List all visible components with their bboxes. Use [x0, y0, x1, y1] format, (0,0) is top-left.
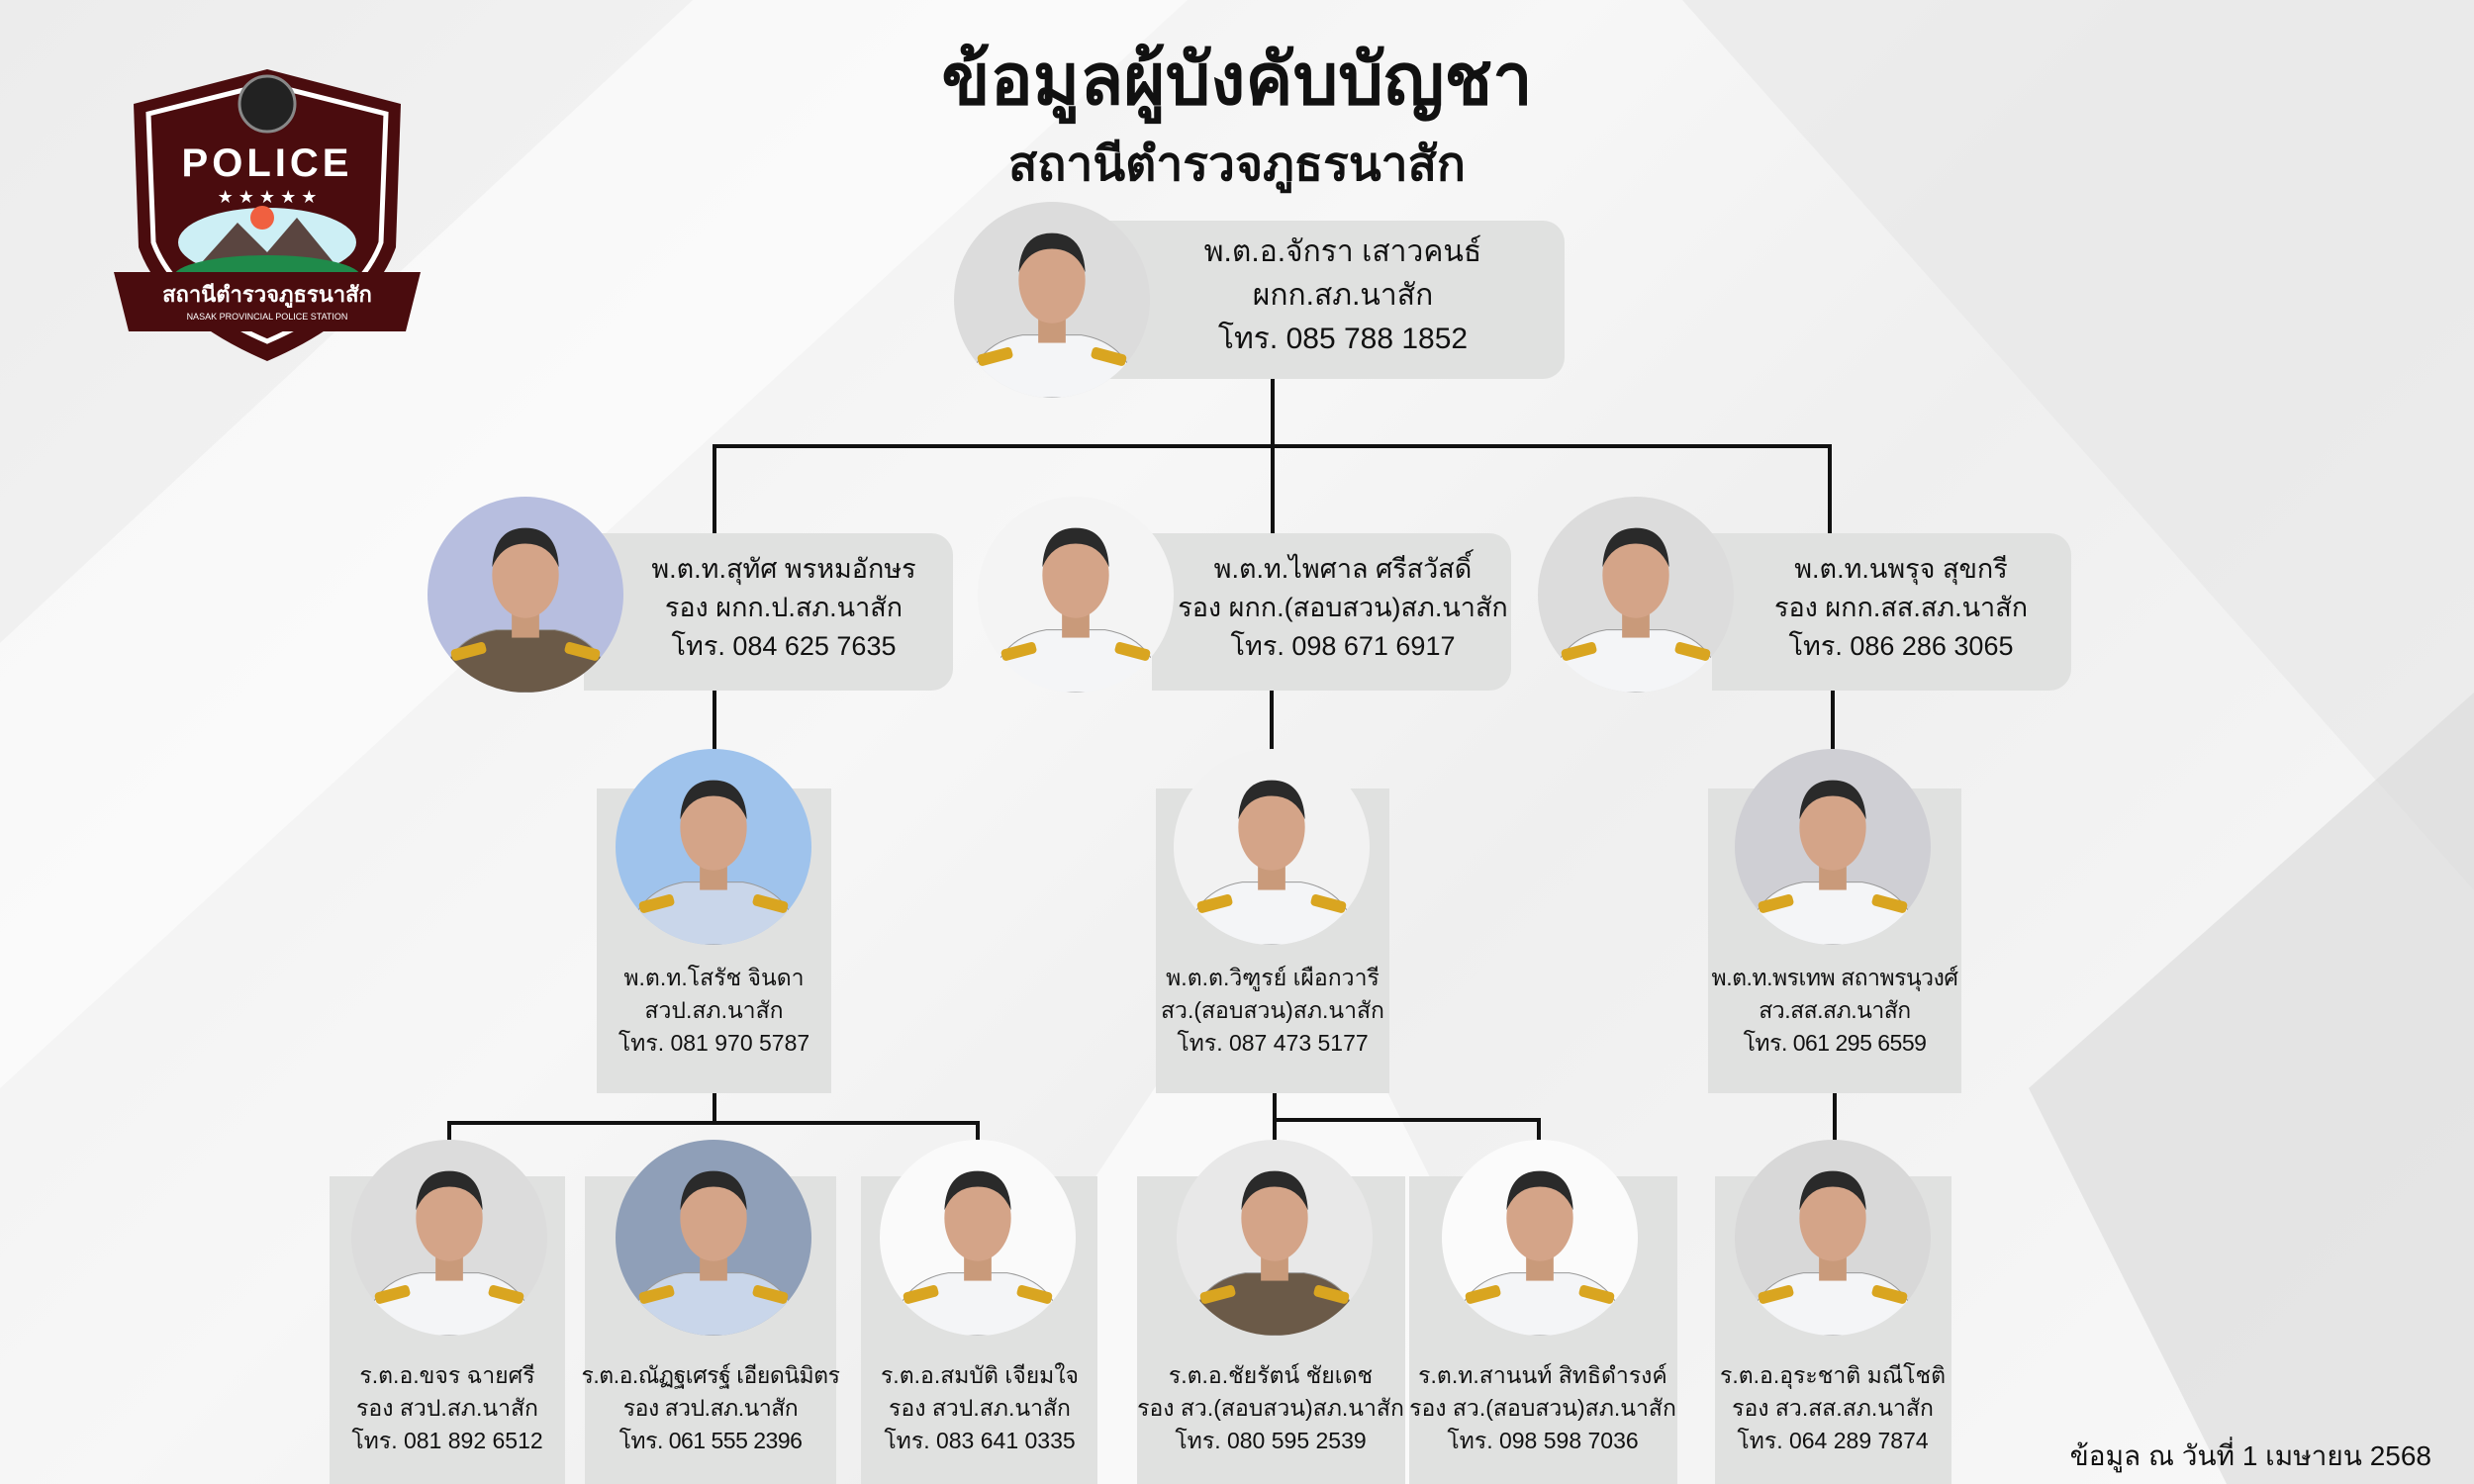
connector [1537, 1118, 1541, 1145]
person-phone: โทร. 086 286 3065 [1788, 631, 2014, 661]
person-phone: โทร. 085 788 1852 [1217, 323, 1469, 355]
portrait-photo [1538, 497, 1734, 693]
person-name: ร.ต.อ.ชัยรัตน์ ชัยเดช [1168, 1362, 1374, 1388]
portrait-figure [987, 527, 1165, 693]
svg-text:NASAK PROVINCIAL POLICE STATIO: NASAK PROVINCIAL POLICE STATION [187, 312, 348, 322]
person-position: รอง ผกก.ป.สภ.นาสัก [664, 593, 904, 622]
person-phone: โทร. 084 625 7635 [671, 631, 897, 661]
person-name: พ.ต.ท.ไพศาล ศรีสวัสดิ์ [1213, 554, 1473, 584]
person-position: สวป.สภ.นาสัก [644, 997, 784, 1023]
person-name: พ.ต.อ.จักรา เสาวคนธ์ [1203, 235, 1482, 268]
portrait-photo [978, 497, 1174, 693]
person-position: สว.สส.สภ.นาสัก [1759, 997, 1911, 1023]
person-name: ร.ต.อ.ขจร ฉายศรี [359, 1362, 535, 1388]
person-phone: โทร. 081 970 5787 [618, 1030, 810, 1056]
portrait-photo [616, 749, 811, 945]
person-name: พ.ต.ท.สุทัศ พรหมอักษร [651, 554, 916, 584]
portrait-photo [428, 497, 623, 693]
portrait-figure [963, 232, 1141, 398]
portrait-photo [880, 1140, 1076, 1336]
police-station-logo: POLICE ★ ★ ★ ★ ★ สถานีตำรวจภูธรนาสัก NAS… [114, 59, 421, 366]
portrait-figure [624, 780, 803, 945]
person-phone: โทร. 087 473 5177 [1177, 1030, 1369, 1056]
page-subtitle: สถานีตำรวจภูธรนาสัก [1008, 139, 1466, 191]
person-phone: โทร. 061 555 2396 [618, 1428, 803, 1453]
card-background [1152, 533, 1511, 691]
portrait-figure [436, 527, 615, 693]
connector [713, 444, 716, 535]
person-phone: โทร. 064 289 7874 [1737, 1428, 1929, 1453]
portrait-figure [1451, 1170, 1629, 1336]
person-position: สว.(สอบสวน)สภ.นาสัก [1161, 997, 1384, 1023]
portrait-photo [1174, 749, 1370, 945]
portrait-figure [1744, 780, 1922, 945]
portrait-figure [889, 1170, 1067, 1336]
connector [1833, 1093, 1837, 1145]
person-name: พ.ต.ท.โสรัช จินดา [623, 965, 805, 990]
svg-text:สถานีตำรวจภูธรนาสัก: สถานีตำรวจภูธรนาสัก [162, 282, 372, 309]
portrait-photo [1735, 1140, 1931, 1336]
person-phone: โทร. 098 671 6917 [1230, 631, 1456, 661]
person-position: ผกก.สภ.นาสัก [1252, 279, 1434, 312]
portrait-figure [1183, 780, 1361, 945]
portrait-photo [351, 1140, 547, 1336]
person-position: รอง สวป.สภ.นาสัก [889, 1395, 1071, 1421]
person-position: รอง สวป.สภ.นาสัก [356, 1395, 538, 1421]
card-background [584, 533, 953, 691]
connector [447, 1121, 451, 1145]
connector [1831, 691, 1835, 750]
person-phone: โทร. 098 598 7036 [1447, 1428, 1639, 1453]
portrait-photo [1442, 1140, 1638, 1336]
card-background [1712, 533, 2071, 691]
portrait-photo [1177, 1140, 1373, 1336]
connector [1271, 444, 1275, 535]
connector [1828, 444, 1832, 535]
person-position: รอง สว.(สอบสวน)สภ.นาสัก [1409, 1395, 1676, 1421]
person-name: ร.ต.อ.ณัฏฐเศรฐ์ เอียดนิมิตร [581, 1362, 840, 1388]
person-name: พ.ต.ท.นพรุจ สุขกรี [1794, 554, 2008, 584]
data-date-note: ข้อมูล ณ วันที่ 1 เมษายน 2568 [2069, 1440, 2431, 1471]
person-name: พ.ต.ท.พรเทพ สถาพรนุวงศ์ [1711, 965, 1958, 990]
svg-text:★ ★ ★ ★ ★: ★ ★ ★ ★ ★ [218, 187, 318, 207]
person-position: รอง สว.(สอบสวน)สภ.นาสัก [1137, 1395, 1404, 1421]
portrait-figure [1547, 527, 1725, 693]
svg-text:POLICE: POLICE [182, 141, 353, 185]
portrait-figure [360, 1170, 538, 1336]
portrait-photo [616, 1140, 811, 1336]
person-position: รอง ผกก.(สอบสวน)สภ.นาสัก [1178, 593, 1508, 622]
connector [1270, 691, 1274, 750]
portrait-photo [954, 202, 1150, 398]
person-phone: โทร. 061 295 6559 [1743, 1030, 1927, 1056]
connector [976, 1121, 980, 1145]
connector [447, 1121, 980, 1125]
card-background [1089, 221, 1565, 379]
connector [713, 1093, 716, 1123]
person-position: รอง ผกก.สส.สภ.นาสัก [1773, 593, 2029, 622]
portrait-figure [1186, 1170, 1364, 1336]
person-name: ร.ต.อ.สมบัติ เจียมใจ [880, 1362, 1080, 1388]
person-name: พ.ต.ต.วิฑูรย์ เผือกวารี [1166, 965, 1380, 990]
portrait-figure [1744, 1170, 1922, 1336]
person-position: รอง สวป.สภ.นาสัก [622, 1395, 799, 1421]
portrait-photo [1735, 749, 1931, 945]
page-title: ข้อมูลผู้บังคับบัญชา [941, 41, 1533, 120]
person-phone: โทร. 081 892 6512 [351, 1428, 543, 1453]
person-name: ร.ต.ท.สานนท์ สิทธิดำรงค์ [1418, 1362, 1667, 1388]
person-position: รอง สว.สส.สภ.นาสัก [1732, 1395, 1934, 1421]
person-name: ร.ต.อ.อุระชาติ มณีโชติ [1719, 1362, 1947, 1388]
person-phone: โทร. 083 641 0335 [884, 1428, 1076, 1453]
portrait-figure [624, 1170, 803, 1336]
connector [1273, 1118, 1540, 1122]
connector [713, 691, 716, 750]
person-phone: โทร. 080 595 2539 [1175, 1428, 1367, 1453]
connector [1271, 379, 1275, 448]
